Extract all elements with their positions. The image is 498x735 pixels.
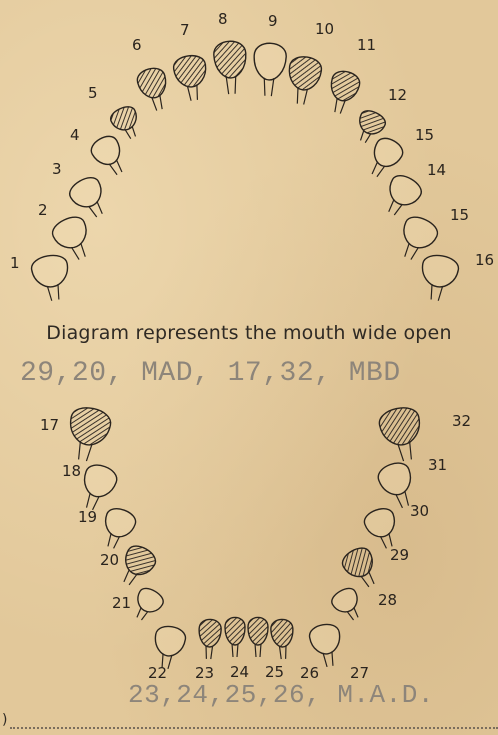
tooth-crown: [287, 55, 323, 92]
lower-tooth-number: 20: [100, 551, 119, 569]
tooth-crown: [49, 213, 92, 254]
tooth-crown: [248, 617, 268, 645]
lower-tooth-21: [128, 585, 166, 625]
upper-tooth-16: [417, 253, 460, 303]
tooth-crown: [30, 253, 71, 290]
upper-tooth-number: 16: [475, 251, 494, 269]
lower-tooth-number: 24: [230, 663, 249, 681]
tooth-crown: [329, 585, 363, 617]
tooth-crown: [270, 619, 293, 648]
lower-tooth-23: [198, 619, 222, 660]
lower-tooth-25: [248, 617, 268, 657]
upper-tooth-number: 1: [10, 254, 20, 272]
tooth-crown: [384, 171, 425, 211]
tooth-crown: [101, 505, 139, 541]
upper-tooth-number: 10: [315, 20, 334, 38]
upper-tooth-number: 11: [357, 36, 376, 54]
lower-tooth-19: [97, 505, 139, 552]
lower-typed-annotation: 23,24,25,26, M.A.D.: [128, 680, 434, 710]
edge-mark: ): [2, 712, 7, 728]
upper-tooth-9: [252, 42, 287, 96]
tooth-crown: [120, 542, 160, 581]
dotted-edge-line: [10, 727, 498, 729]
lower-tooth-number: 32: [452, 412, 471, 430]
lower-tooth-number: 18: [62, 462, 81, 480]
upper-typed-annotation: 29,20, MAD, 17,32, MBD: [20, 358, 401, 389]
upper-tooth-number: 8: [218, 10, 228, 28]
tooth-crown: [225, 617, 245, 645]
tooth-crown: [377, 404, 424, 448]
lower-tooth-number: 25: [265, 663, 284, 681]
lower-tooth-24: [225, 617, 245, 657]
tooth-crown: [368, 134, 406, 172]
upper-tooth-10: [285, 55, 323, 106]
upper-tooth-7: [172, 54, 210, 103]
tooth-crown: [79, 461, 120, 501]
upper-tooth-number: 9: [268, 12, 278, 30]
tooth-crown: [133, 585, 167, 617]
tooth-crown: [66, 404, 113, 448]
upper-tooth-11: [324, 68, 362, 116]
upper-tooth-number: 12: [388, 86, 407, 104]
upper-tooth-4: [88, 132, 132, 180]
tooth-crown: [419, 253, 460, 290]
tooth-crown: [108, 103, 141, 134]
upper-tooth-number: 2: [38, 201, 48, 219]
lower-tooth-32: [377, 404, 427, 464]
lower-tooth-20: [114, 542, 160, 591]
diagram-caption: Diagram represents the mouth wide open: [0, 322, 498, 344]
upper-tooth-1: [30, 253, 73, 303]
tooth-crown: [135, 65, 170, 101]
lower-tooth-28: [329, 585, 367, 625]
upper-tooth-number: 4: [70, 126, 80, 144]
tooth-crown: [152, 624, 187, 658]
upper-tooth-6: [135, 65, 173, 113]
lower-tooth-number: 31: [428, 456, 447, 474]
tooth-crown: [308, 622, 343, 656]
lower-tooth-26: [270, 619, 294, 660]
upper-tooth-number: 3: [52, 160, 62, 178]
upper-tooth-8: [213, 40, 248, 94]
lower-tooth-number: 19: [78, 508, 97, 526]
lower-tooth-number: 28: [378, 591, 397, 609]
upper-tooth-number: 15: [450, 206, 469, 224]
tooth-crown: [253, 42, 287, 80]
upper-tooth-number: 7: [180, 21, 190, 39]
upper-tooth-number: 6: [132, 36, 142, 54]
lower-tooth-17: [63, 404, 113, 464]
tooth-crown: [213, 40, 247, 78]
lower-tooth-29: [339, 544, 385, 593]
lower-tooth-number: 21: [112, 594, 131, 612]
lower-tooth-number: 30: [410, 502, 429, 520]
upper-tooth-number: 14: [427, 161, 446, 179]
tooth-crown: [88, 132, 126, 170]
tooth-crown: [362, 505, 400, 541]
tooth-crown: [339, 544, 379, 583]
upper-tooth-number: 15: [415, 126, 434, 144]
tooth-crown: [355, 107, 388, 138]
tooth-crown: [172, 54, 208, 89]
tooth-crown: [398, 213, 441, 254]
lower-tooth-number: 17: [40, 416, 59, 434]
tooth-crown: [327, 68, 362, 104]
lower-tooth-27: [308, 622, 345, 669]
lower-tooth-18: [74, 461, 119, 514]
lower-tooth-number: 29: [390, 546, 409, 564]
upper-tooth-3: [66, 173, 113, 223]
tooth-crown: [375, 459, 416, 499]
upper-tooth-14: [378, 171, 425, 221]
tooth-crown: [66, 173, 107, 213]
tooth-crown: [198, 619, 221, 648]
upper-tooth-number: 5: [88, 84, 98, 102]
